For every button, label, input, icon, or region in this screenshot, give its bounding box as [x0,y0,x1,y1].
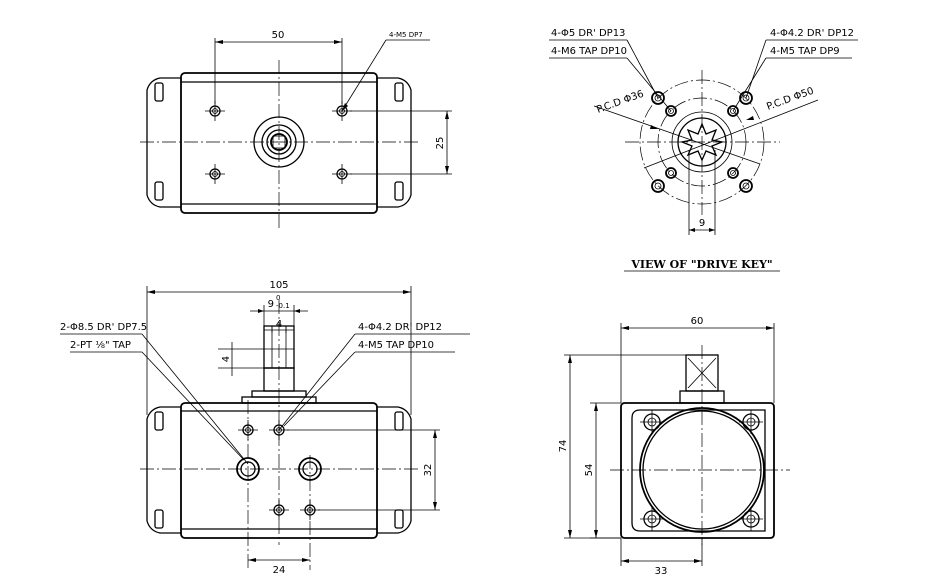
drive-key-outer-holes [651,91,753,193]
top-view-body [140,60,420,230]
pcd-small-circle [657,97,747,187]
front-view-dim-overall: 105 [146,280,412,415]
front-view-dim-height-label: 32 [423,464,434,477]
front-view-dim-height: 32 [287,429,440,511]
front-view-note-right-1: 4-Φ4.2 DR' DP12 [358,322,442,333]
top-view-dim-height: 25 [350,110,452,175]
side-view-dim-outer-h-label: 74 [558,440,569,453]
top-view-dim-width: 50 [214,30,343,104]
front-view-dim-shaft-tol-lower: -0.1 [276,302,290,310]
drive-key-inner-holes [665,105,739,179]
drive-key-note-right-2: 4-M5 TAP DP9 [770,46,840,57]
front-view-dim-key-height: 4 [218,342,264,376]
front-view-dim-bottom: 24 [248,558,310,576]
drive-key-right-notes: 4-Φ4.2 DR' DP12 4-M5 TAP DP9 [732,28,858,112]
side-view-corner-holes [640,410,763,531]
drive-key-dim-key: 9 [688,150,716,235]
side-view-dim-inner-h-label: 54 [584,464,595,477]
top-view-mount-holes [205,101,352,184]
side-view-dim-bottom: 33 [620,538,703,577]
front-view-right-notes: 4-Φ4.2 DR' DP12 4-M5 TAP DP10 [278,322,470,431]
drive-key-view: P.C.D Φ36 P.C.D Φ50 4-Φ5 DR' DP13 4-M6 T… [549,28,858,272]
pcd-large-label: P.C.D Φ50 [765,86,815,113]
front-view-holes [236,400,322,570]
side-view: 60 74 54 33 [558,316,790,577]
front-view-dim-key-height-label: 4 [221,356,232,362]
top-view-shaft-boss [253,116,305,168]
front-view-dim-key-width-label: 4 [276,319,282,330]
star-key [679,122,725,162]
front-view-dim-key-width: 4 [264,319,294,333]
side-view-dim-width-label: 60 [691,316,704,327]
drive-key-dim-key-label: 9 [699,218,705,229]
side-view-body [610,345,790,545]
front-view-body [140,402,420,539]
front-view: 105 9 0 -0.1 4 4 [60,280,470,576]
top-view-dim-width-label: 50 [272,30,285,41]
front-view-note-left-2: 2-PT ⅛" TAP [70,340,131,351]
front-view-dim-bottom-label: 24 [273,565,286,576]
drive-key-note-left-1: 4-Φ5 DR' DP13 [551,28,625,39]
drive-key-note-right-1: 4-Φ4.2 DR' DP12 [770,28,854,39]
drive-key-view-title: VIEW OF "DRIVE KEY" [630,258,772,271]
top-view-dim-height-label: 25 [435,137,446,150]
side-view-dim-outer-h: 74 [558,354,686,539]
drive-key-note-left-2: 4-M6 TAP DP10 [551,46,627,57]
top-view-hole-note: 4-M5 DP7 [341,31,430,112]
pcd-large-circle [639,79,765,205]
front-view-dim-shaft: 9 0 -0.1 [250,294,308,326]
side-view-dim-inner-h: 54 [584,402,621,539]
front-view-note-right-2: 4-M5 TAP DP10 [358,340,434,351]
top-view: 50 25 4-M5 DP7 [140,30,452,230]
pcd-small-label: P.C.D Φ36 [595,89,645,116]
side-view-dim-width: 60 [620,316,775,403]
drive-key-left-notes: 4-Φ5 DR' DP13 4-M6 TAP DP10 [549,28,672,112]
front-view-dim-shaft-tol-upper: 0 [276,294,280,302]
front-view-note-left-1: 2-Φ8.5 DR' DP7.5 [60,322,147,333]
front-view-left-notes: 2-Φ8.5 DR' DP7.5 2-PT ⅛" TAP [60,322,249,465]
side-view-dim-bottom-label: 33 [655,566,668,577]
top-view-hole-note-label: 4-M5 DP7 [389,31,423,39]
front-view-dim-overall-label: 105 [269,280,288,291]
front-view-dim-shaft-label: 9 [268,299,274,310]
